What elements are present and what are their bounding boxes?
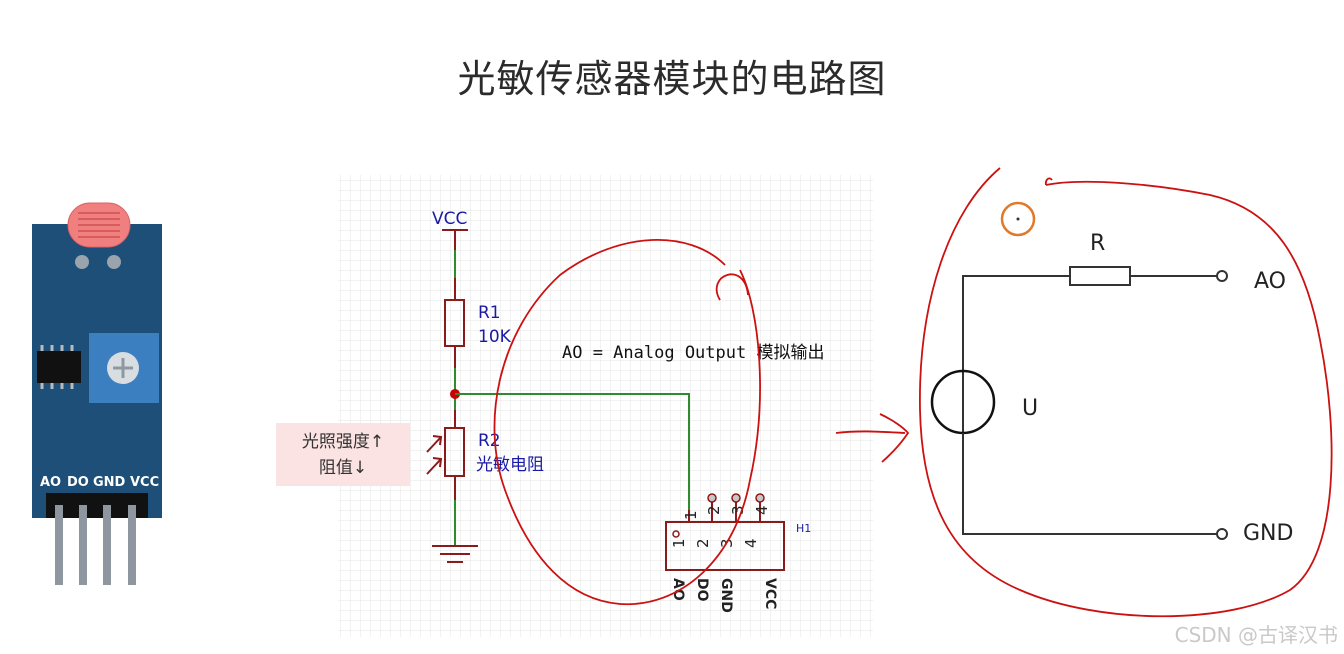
page-title: 光敏传感器模块的电路图 xyxy=(457,57,887,101)
light-arrows-icon xyxy=(426,435,443,475)
r2-value: 光敏电阻 xyxy=(476,455,544,475)
r2-name: R2 xyxy=(478,431,501,451)
header-pin-num-1: 1 xyxy=(670,538,688,548)
schematic-grid xyxy=(338,175,873,637)
note-line-1: 光照强度↑ xyxy=(301,432,385,452)
note-line-2: 阻值↓ xyxy=(318,458,368,478)
schematic: VCC R1 10K R2 光敏电阻 xyxy=(338,175,873,637)
equiv-u-label: U xyxy=(1022,396,1038,421)
header-h1-symbol xyxy=(665,521,785,571)
photoresistor-icon xyxy=(67,202,131,269)
ao-annotation: AO = Analog Output 模拟输出 xyxy=(562,343,824,363)
equiv-resistor-symbol xyxy=(1069,266,1131,286)
module-pin-vcc xyxy=(128,505,136,585)
ground-icon xyxy=(432,545,478,563)
header-pin-top-4: 4 xyxy=(753,505,771,515)
equiv-r-label: R xyxy=(1090,231,1105,256)
vcc-label: VCC xyxy=(432,209,467,229)
header-pin-top-1: 1 xyxy=(682,510,700,520)
header-pin-num-4: 4 xyxy=(742,538,760,548)
module-pin-label-do: DO xyxy=(67,475,89,490)
handwritten-circle-equivalent xyxy=(919,167,1333,618)
header-pin-name-vcc: VCC xyxy=(762,578,778,609)
module-pin-do xyxy=(79,505,87,585)
module-pin-label-ao: AO xyxy=(40,475,61,490)
equiv-gnd-label: GND xyxy=(1243,521,1293,546)
header-pin-top-3: 3 xyxy=(729,505,747,515)
module-pin-gnd xyxy=(103,505,111,585)
potentiometer-icon xyxy=(89,333,159,403)
header-pin-num-2: 2 xyxy=(694,538,712,548)
wire-to-ao xyxy=(455,393,690,510)
comparator-chip-icon xyxy=(37,345,81,389)
cursor-ring-icon xyxy=(1000,201,1036,237)
header-pin-name-gnd: GND xyxy=(718,578,734,613)
handwritten-arrow-icon xyxy=(835,413,910,463)
equiv-ao-label: AO xyxy=(1254,269,1286,294)
gnd-terminal xyxy=(1216,528,1228,540)
light-resistance-note: 光照强度↑ 阻值↓ xyxy=(276,423,410,486)
r1-value: 10K xyxy=(478,327,512,347)
handwritten-circle-schematic xyxy=(493,239,761,606)
r1-name: R1 xyxy=(478,303,501,323)
module-pin-ao xyxy=(55,505,63,585)
header-pin-name-ao: AO xyxy=(670,578,686,601)
ao-terminal xyxy=(1216,270,1228,282)
module-pin-label-vcc: VCC xyxy=(130,475,159,490)
watermark: CSDN @古译汉书 xyxy=(1174,623,1338,647)
header-ref: H1 xyxy=(796,522,811,535)
header-pin-top-2: 2 xyxy=(705,505,723,515)
header-pin-name-do: DO xyxy=(694,578,710,602)
sensor-module-illustration: AO DO GND VCC xyxy=(32,202,162,585)
equivalent-circuit: R U AO GND xyxy=(919,167,1333,618)
module-pin-label-gnd: GND xyxy=(93,475,126,490)
header-open-pins xyxy=(707,493,765,503)
